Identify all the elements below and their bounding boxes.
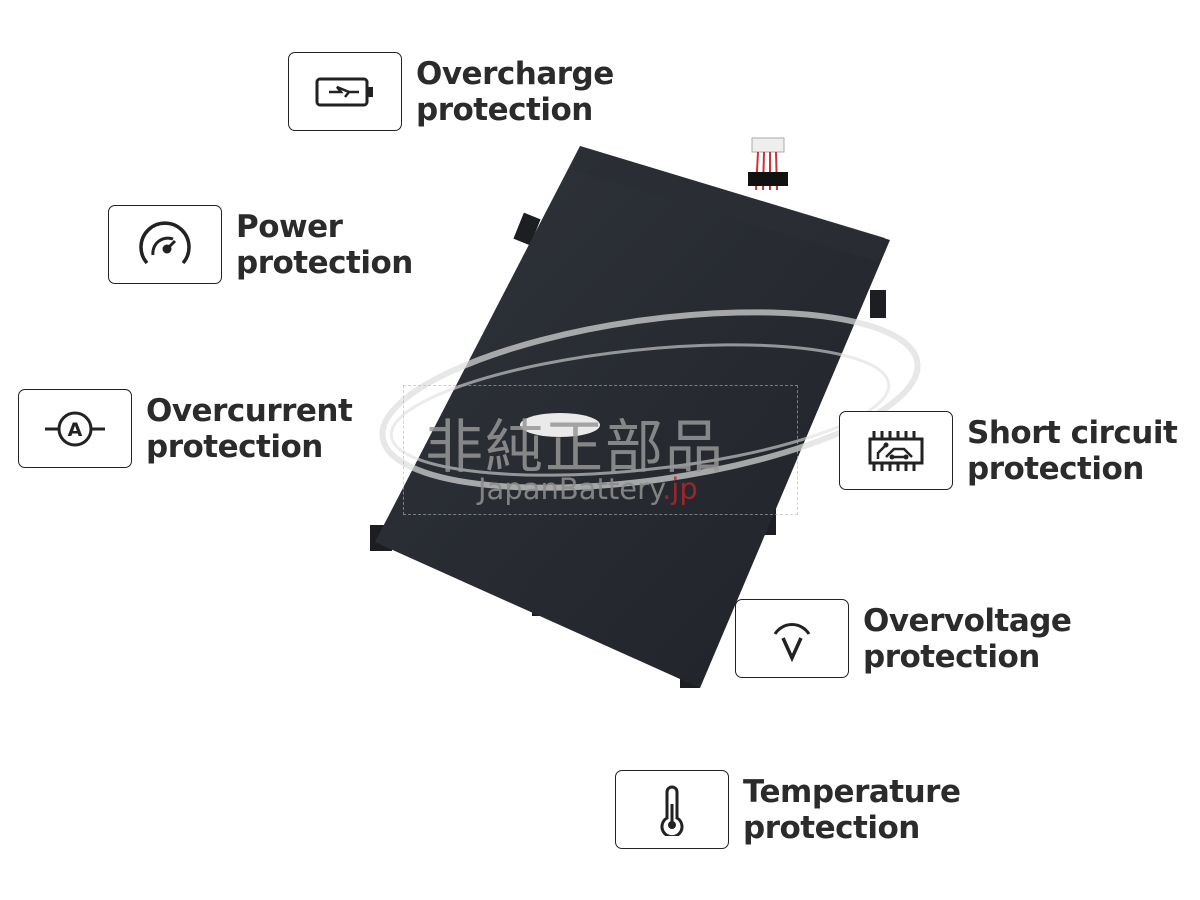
battery-connector [748,137,788,191]
feature-subtitle: protection [416,91,593,128]
feature-subtitle: protection [146,428,323,465]
watermark-tld: .jp [662,472,698,506]
ammeter-icon: A [18,389,132,468]
feature-title: Overcurrent [146,392,353,429]
watermark-brand-name: JapanBattery [478,472,663,506]
feature-title: Temperature [743,773,961,810]
feature-subtitle: protection [743,809,920,846]
watermark-brand: JapanBattery.jp [478,472,698,506]
feature-subtitle: protection [236,244,413,281]
circuit-chip-icon [839,411,953,490]
watermark-japanese: 非純正部品 [425,413,726,481]
feature-subtitle: protection [863,638,1040,675]
watermark-frame [403,385,798,515]
voltage-icon [735,599,849,678]
feature-title: Power [236,208,343,245]
gauge-icon [108,205,222,284]
thermometer-icon [615,770,729,849]
feature-title: Overvoltage [863,602,1072,639]
battery-charge-icon [288,52,402,131]
feature-title: Overcharge [416,55,614,92]
battery-body [375,146,890,688]
swirl-effect [379,309,921,491]
feature-title: Short circuit [967,414,1178,451]
feature-subtitle: protection [967,450,1144,487]
svg-text:A: A [68,419,83,441]
